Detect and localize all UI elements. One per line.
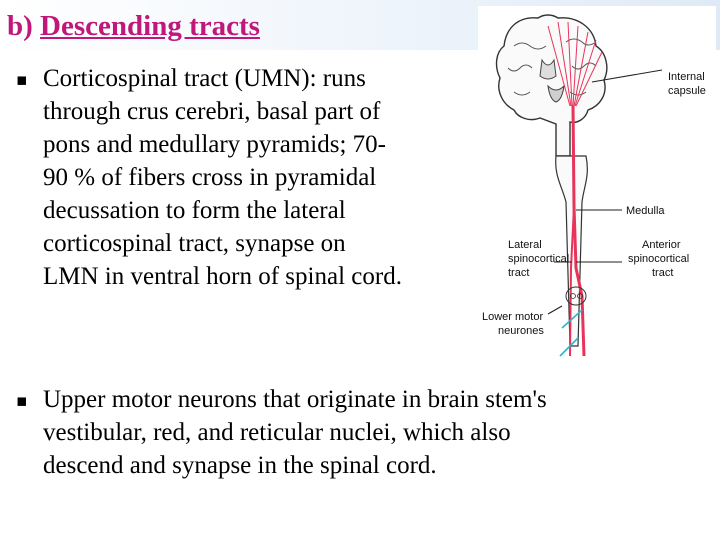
label-lateral-2: spinocortical [508,253,569,265]
corticospinal-tract [571,105,586,357]
bullet-line: vestibular, red, and reticular nuclei, w… [43,419,511,446]
bullet-square-icon: ▪ [16,70,28,90]
bullet-corticospinal: ▪ Corticospinal tract (UMN): runs throug… [16,62,516,293]
label-lateral-1: Lateral [508,239,542,251]
bullet-line: corticospinal tract, synapse on [43,230,346,257]
title-prefix: b) [7,10,41,42]
label-lower-motor-2: neurones [498,325,544,337]
bullet-square-icon: ▪ [16,391,28,411]
label-anterior-1: Anterior [642,239,681,251]
cortical-fibers [547,21,603,107]
bullet-line: Corticospinal tract (UMN): runs [43,65,366,92]
slide-title: b) Descending tracts [7,10,260,43]
bullet-line: Upper motor neurons that originate in br… [43,386,547,413]
bullet-line: pons and medullary pyramids; 70- [43,131,386,158]
brain-outline [495,14,608,157]
label-anterior-3: tract [652,267,673,279]
label-internal-capsule-1: Internal [668,71,705,83]
bullet-text: Upper motor neurons that originate in br… [43,383,706,482]
title-main: Descending tracts [40,10,260,42]
anterior-tract [569,205,575,357]
bullet-line: 90 % of fibers cross in pyramidal [43,164,377,191]
bullet-line: LMN in ventral horn of spinal cord. [43,263,402,290]
label-anterior-2: spinocortical [628,253,689,265]
label-lateral-3: tract [508,267,529,279]
label-medulla: Medulla [626,205,665,217]
bullet-line: descend and synapse in the spinal cord. [43,452,437,479]
label-lower-motor-1: Lower motor [482,311,543,323]
bullet-line: decussation to form the lateral [43,197,346,224]
tract-diagram: Internal capsule Medulla Lateral spinoco… [478,6,716,362]
label-internal-capsule-2: capsule [668,85,706,97]
bullet-text: Corticospinal tract (UMN): runs through … [43,62,516,293]
bullet-line: through crus cerebri, basal part of [43,98,381,125]
bullet-upper-motor-neurons: ▪ Upper motor neurons that originate in … [16,383,706,482]
lmn-nerves [559,309,583,357]
